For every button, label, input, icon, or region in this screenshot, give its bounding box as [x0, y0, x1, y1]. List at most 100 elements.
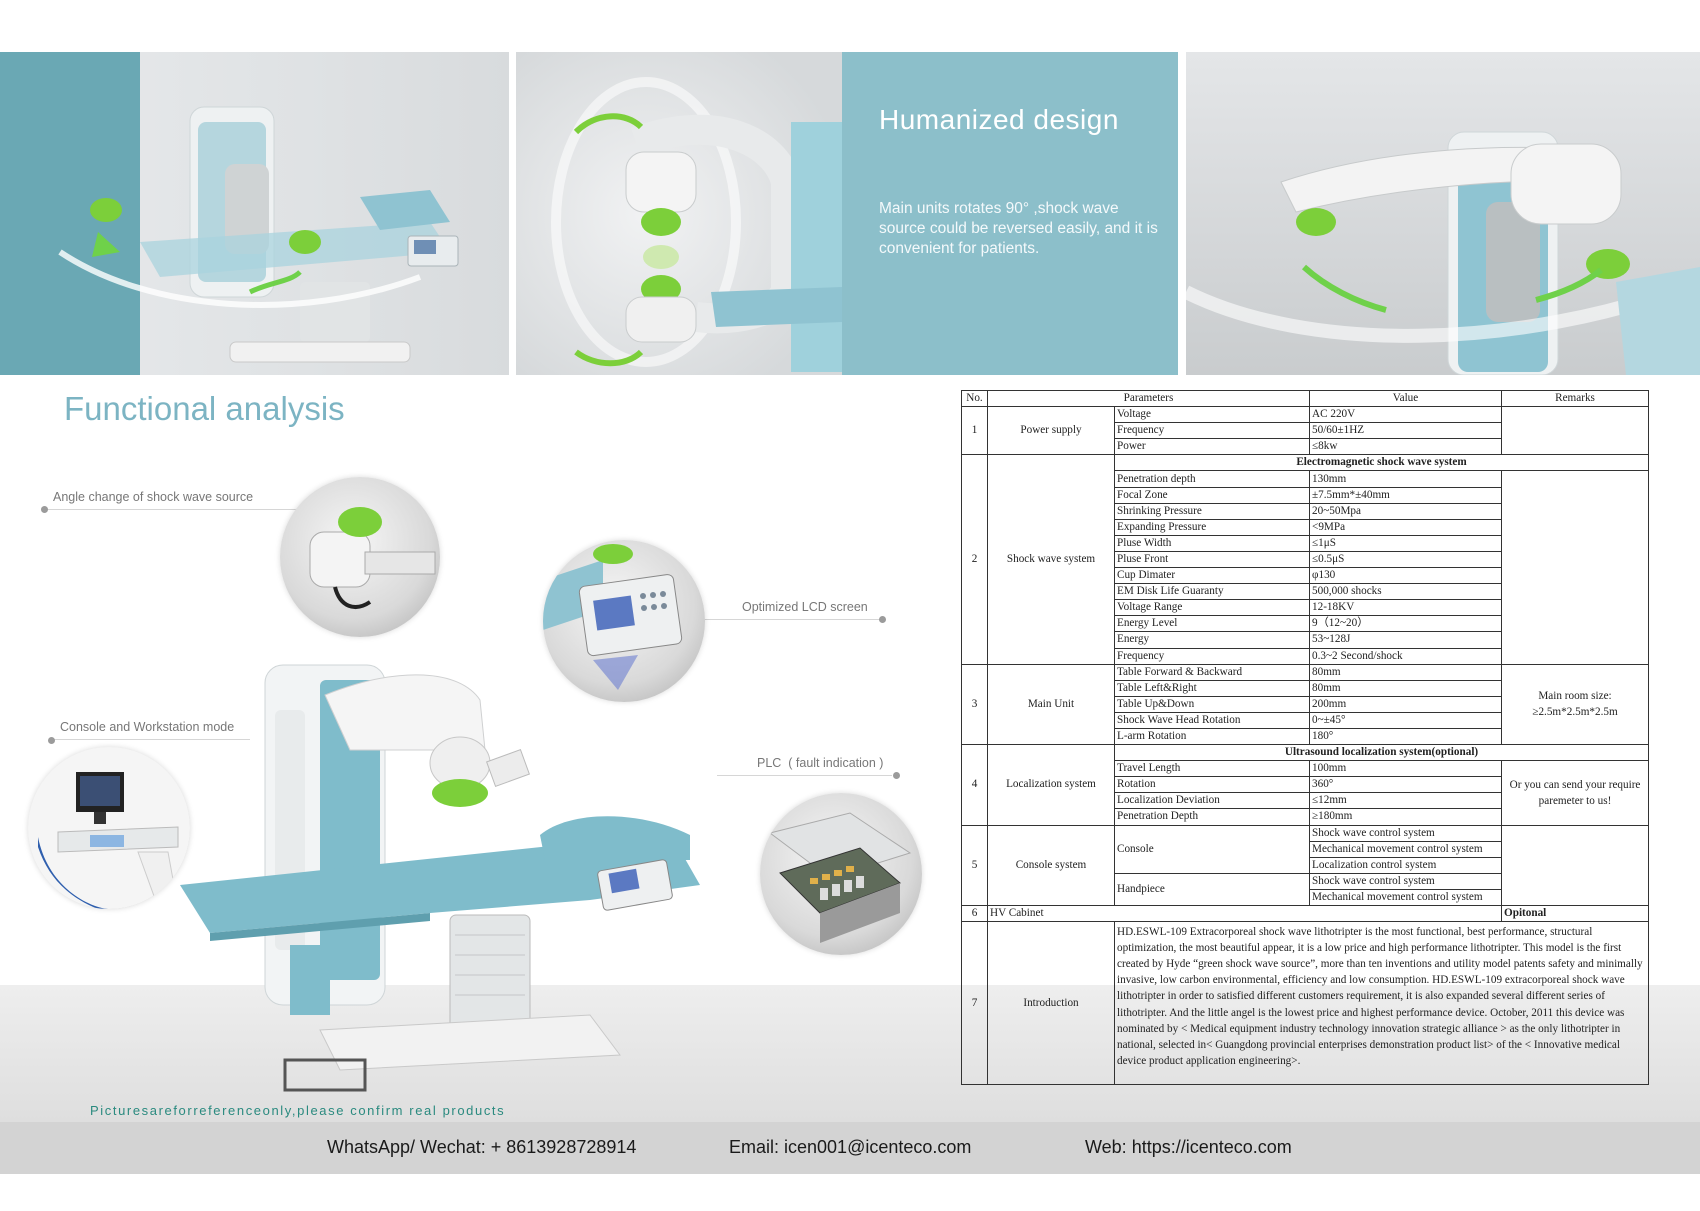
- parameter-cell: Energy Level: [1113, 615, 1311, 633]
- group-name: Shock wave system: [987, 454, 1115, 665]
- table-row: 3 Main Unit Table Forward & Backward 80m…: [961, 663, 1650, 746]
- parameter-cell: Voltage Range: [1113, 599, 1311, 617]
- value-cell: 500,000 shocks: [1309, 583, 1503, 601]
- value-cell: 20~50Mpa: [1309, 502, 1503, 520]
- parameter-cell: Table Forward & Backward: [1113, 663, 1311, 681]
- parameter-cell: Table Left&Right: [1113, 679, 1311, 697]
- callout-console-mode-label: Console and Workstation mode: [60, 720, 235, 734]
- humanized-design-description: Main units rotates 90° ,shock wave sourc…: [879, 200, 1158, 257]
- callout-angle-change: Angle change of shock wave source: [45, 490, 305, 510]
- table-row: 7 Introduction HD.ESWL-109 Extracorporea…: [961, 921, 1650, 1086]
- parameter-cell: Localization Deviation: [1113, 792, 1311, 810]
- callout-line: [717, 775, 892, 776]
- introduction-text: HD.ESWL-109 Extracorporeal shock wave li…: [1113, 921, 1650, 1086]
- value-cell: 9（12~20）: [1309, 615, 1503, 633]
- row-number: 7: [961, 921, 988, 1086]
- lcd-panel-icon: [543, 544, 683, 690]
- value-cell: 360°: [1309, 776, 1503, 794]
- shock-wave-head-icon: [309, 507, 436, 609]
- remark-cell: Opitonal: [1501, 904, 1650, 923]
- row-number: 1: [961, 406, 988, 456]
- remark-cell: Or you can send your require paremeter t…: [1501, 760, 1650, 826]
- header-no: No.: [961, 389, 988, 408]
- callout-line: [50, 739, 250, 740]
- value-cell: 53~128J: [1309, 631, 1503, 649]
- table-row: 1 Power supply Voltage AC 220V: [961, 406, 1650, 456]
- functional-analysis-heading: Functional analysis: [64, 390, 345, 427]
- value-cell: φ130: [1309, 567, 1503, 585]
- lithotripter-illustration-1: [58, 106, 459, 363]
- callout-dot: [879, 616, 886, 623]
- value-cell: 180°: [1309, 727, 1503, 746]
- callout-plc-label: PLC ( fault indication ): [757, 756, 884, 770]
- parameter-cell: Frequency: [1113, 647, 1311, 665]
- callout-line: [45, 509, 305, 510]
- parameter-cell: Expanding Pressure: [1113, 518, 1311, 536]
- group-name: Console system: [987, 824, 1115, 907]
- value-cell: ≥180mm: [1309, 808, 1503, 826]
- value-cell: ≤12mm: [1309, 792, 1503, 810]
- table-row: 4 Localization system Ultrasound localiz…: [961, 744, 1650, 826]
- value-cell: 100mm: [1309, 760, 1503, 778]
- table-header-row: No. Parameters Value Remarks: [961, 389, 1650, 408]
- group-name: Main Unit: [987, 663, 1115, 746]
- parameter-cell: Handpiece: [1113, 872, 1311, 907]
- remark-cell: Main room size: ≥2.5m*2.5m*2.5m: [1501, 663, 1650, 746]
- parameter-cell: Focal Zone: [1113, 486, 1311, 504]
- value-cell: 80mm: [1309, 663, 1503, 681]
- callout-dot: [48, 737, 55, 744]
- remark-cell: [1501, 824, 1650, 907]
- table-row: Travel Length 100mm Or you can send your…: [962, 760, 1650, 826]
- table-row: Pluse Front≤0.5μS: [962, 550, 1649, 569]
- callout-lcd-screen: Optimized LCD screen: [700, 600, 880, 620]
- parameter-cell: Console: [1113, 824, 1311, 874]
- remark-cell: [1501, 406, 1650, 456]
- parameter-cell: Pluse Front: [1113, 550, 1311, 569]
- remark-cell: [1501, 470, 1650, 665]
- parameter-cell: Travel Length: [1113, 760, 1311, 778]
- value-cell: ≤0.5μS: [1309, 550, 1503, 569]
- table-row: Expanding Pressure<9MPa: [962, 518, 1649, 536]
- parameter-cell: Rotation: [1113, 776, 1311, 794]
- value-cell: 0.3~2 Second/shock: [1309, 647, 1503, 665]
- plc-board-icon: [768, 812, 912, 943]
- header-value: Value: [1309, 389, 1503, 408]
- email-contact[interactable]: Email: icen001@icenteco.com: [729, 1137, 972, 1157]
- parameter-cell: Shock Wave Head Rotation: [1113, 711, 1311, 729]
- specification-table: No. Parameters Value Remarks 1 Power sup…: [961, 389, 1650, 1086]
- plc-detail-image: [760, 793, 922, 955]
- lcd-screen-detail-image: [543, 540, 705, 702]
- value-cell: Shock wave control system: [1309, 824, 1503, 842]
- row-number: 3: [961, 663, 988, 746]
- value-cell: Mechanical movement control system: [1309, 888, 1503, 907]
- value-cell: Shock wave control system: [1309, 872, 1503, 890]
- workstation-icon: [28, 747, 190, 909]
- group-name: Introduction: [987, 921, 1115, 1086]
- header-remarks: Remarks: [1501, 389, 1650, 408]
- table-row: Localization control system: [962, 856, 1649, 874]
- parameter-cell: Penetration depth: [1113, 470, 1311, 488]
- value-cell: 200mm: [1309, 695, 1503, 713]
- parameter-cell: Voltage: [1113, 406, 1311, 424]
- website-link[interactable]: Web: https://icenteco.com: [1085, 1137, 1292, 1157]
- callout-console-mode: Console and Workstation mode: [50, 720, 250, 740]
- table-row: Localization Deviation≤12mm: [962, 792, 1649, 810]
- callout-dot: [41, 506, 48, 513]
- whatsapp-contact[interactable]: WhatsApp/ Wechat: + 8613928728914: [327, 1137, 637, 1157]
- parameter-cell: L-arm Rotation: [1113, 727, 1311, 746]
- parameter-cell: Cup Dimater: [1113, 567, 1311, 585]
- table-row: 5 Console system Console Shock wave cont…: [961, 824, 1650, 907]
- hero-banner: Humanized design Main units rotates 90° …: [0, 52, 1700, 375]
- group-name: HV Cabinet: [986, 904, 1503, 923]
- table-row: 6 HV Cabinet Opitonal: [961, 904, 1650, 923]
- row-number: 4: [961, 744, 988, 826]
- row-number: 6: [961, 904, 988, 923]
- lithotripter-illustration-2: [551, 77, 842, 372]
- parameter-cell: Table Up&Down: [1113, 695, 1311, 713]
- row-number: 2: [961, 454, 988, 665]
- row-number: 5: [961, 824, 988, 907]
- group-name: Localization system: [987, 744, 1115, 826]
